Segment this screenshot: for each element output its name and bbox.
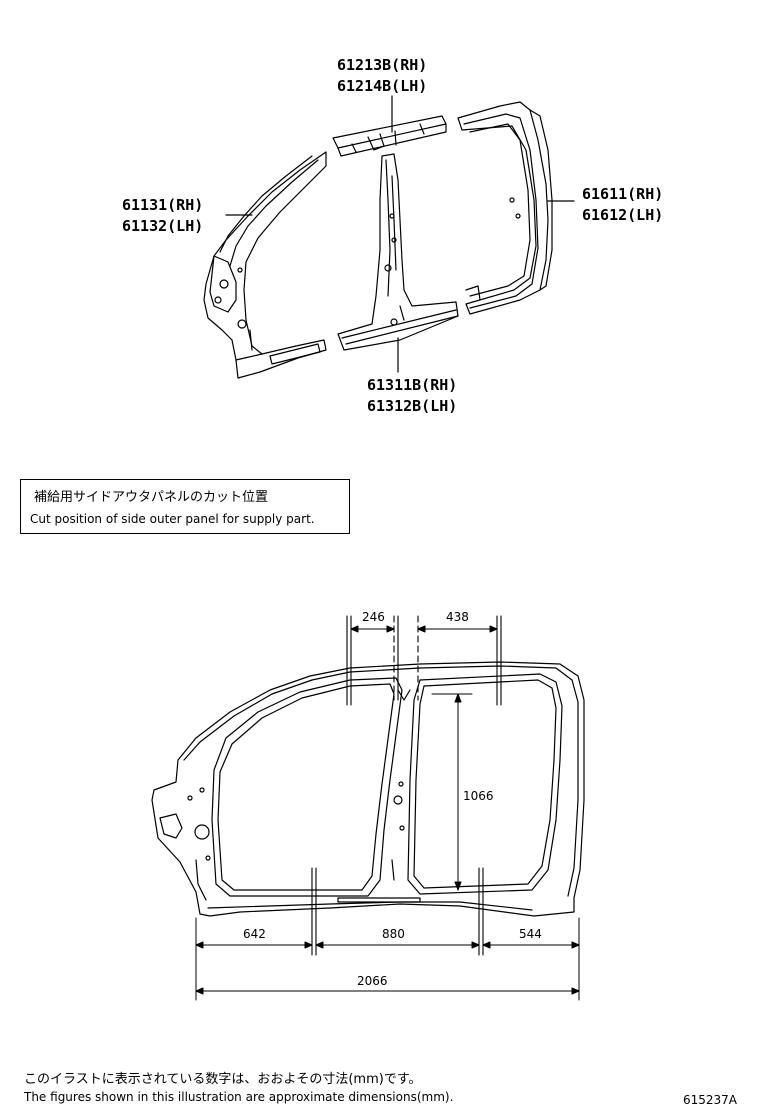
part-label-61312b-lh: 61312B(LH) xyxy=(367,397,458,415)
dim-label-246: 246 xyxy=(362,610,385,624)
dim-label-544: 544 xyxy=(519,927,542,941)
rear-frame-part xyxy=(457,101,575,315)
footer-note-english: The figures shown in this illustration a… xyxy=(24,1090,454,1104)
dim-label-642: 642 xyxy=(243,927,266,941)
part-label-61311b-rh: 61311B(RH) xyxy=(367,376,458,394)
dimension-lines xyxy=(195,625,580,1001)
footer-note-japanese: このイラストに表示されている数字は、おおよその寸法(mm)です。 xyxy=(24,1072,422,1087)
part-label-61131-rh: 61131(RH) xyxy=(122,196,204,214)
dim-label-438: 438 xyxy=(446,610,469,624)
part-label-61612-lh: 61612(LH) xyxy=(582,206,664,224)
dim-label-880: 880 xyxy=(382,927,405,941)
part-label-61132-lh: 61132(LH) xyxy=(122,217,204,235)
cut-position-note: 補給用サイドアウタパネルのカット位置 Cut position of side … xyxy=(20,479,350,534)
center-pillar-part xyxy=(337,153,459,373)
part-label-61214b-lh: 61214B(LH) xyxy=(337,77,428,95)
part-label-61213b-rh: 61213B(RH) xyxy=(337,56,428,74)
cut-lines xyxy=(311,615,502,956)
side-panel-outline xyxy=(151,661,585,917)
front-pillar-part xyxy=(203,151,327,379)
note-japanese: 補給用サイドアウタパネルのカット位置 xyxy=(34,490,269,505)
dim-label-1066: 1066 xyxy=(463,789,494,803)
illustration-code: 615237A xyxy=(683,1093,738,1107)
roof-rail-part xyxy=(332,95,447,157)
note-english: Cut position of side outer panel for sup… xyxy=(30,512,315,526)
part-label-61611-rh: 61611(RH) xyxy=(582,185,664,203)
dim-label-2066: 2066 xyxy=(357,974,388,988)
